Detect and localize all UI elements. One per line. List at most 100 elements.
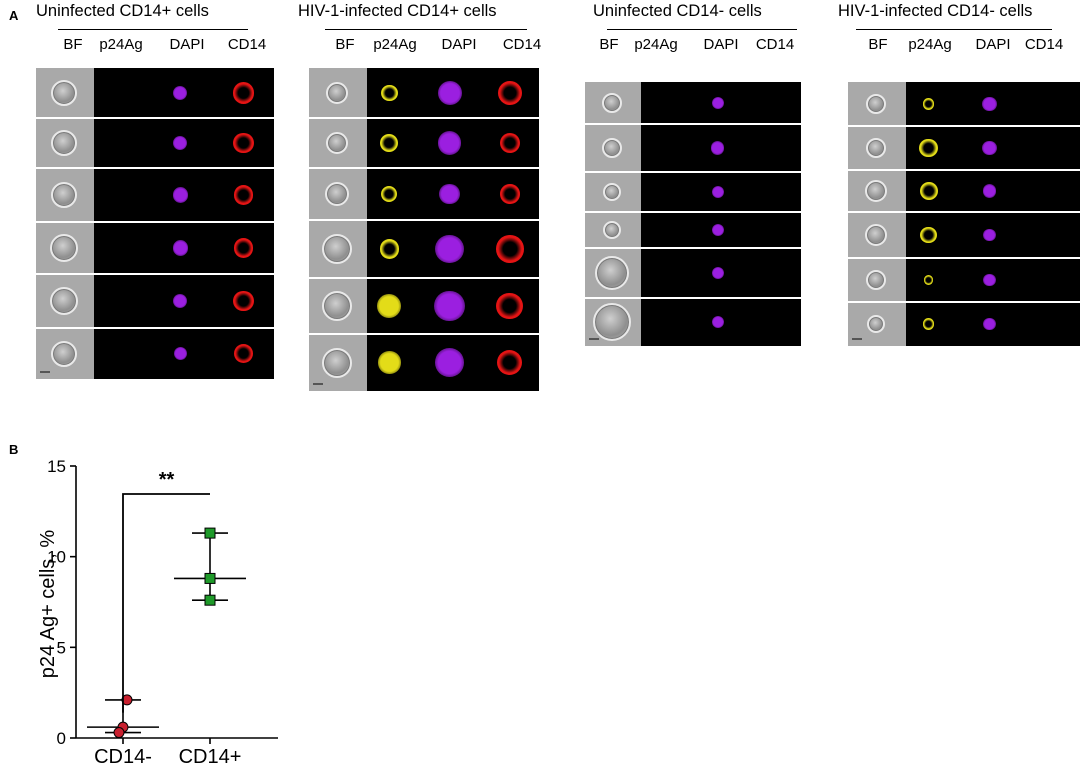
row-separator (585, 171, 801, 173)
brightfield-cell (865, 180, 887, 202)
dapi-signal (982, 96, 997, 112)
cd14-signal (233, 185, 254, 205)
cd14-signal (233, 290, 254, 312)
channel-label-cd14: CD14 (755, 36, 795, 53)
brightfield-cell (51, 130, 77, 156)
cell-image-row (309, 278, 539, 334)
row-separator (309, 333, 539, 335)
significance-bracket (122, 493, 210, 713)
fluorescence-tile (94, 222, 274, 274)
data-point (204, 527, 216, 539)
brightfield-tile (309, 118, 367, 168)
cell-image-row (309, 334, 539, 391)
dapi-signal (173, 135, 188, 151)
dapi-signal (983, 273, 996, 287)
brightfield-tile (36, 68, 94, 118)
cell-image-row (309, 118, 539, 168)
row-separator (848, 257, 1080, 259)
fluorescence-tile (94, 68, 274, 118)
brightfield-cell (326, 132, 348, 154)
p24ag-signal (920, 226, 938, 244)
cell-image-row (36, 328, 274, 379)
data-point (204, 594, 216, 606)
cell-image-row (309, 68, 539, 118)
channel-label-dapi: DAPI (169, 36, 205, 53)
x-tick-label: CD14+ (179, 746, 242, 768)
channel-label-p24ag: p24Ag (99, 36, 143, 53)
dapi-signal (711, 96, 724, 110)
dapi-signal (173, 85, 188, 101)
brightfield-cell (603, 221, 621, 239)
row-separator (309, 277, 539, 279)
channel-label-dapi: DAPI (441, 36, 477, 53)
brightfield-tile (848, 82, 906, 126)
brightfield-tile (309, 334, 367, 391)
row-separator (585, 211, 801, 213)
cd14-signal (499, 132, 520, 154)
dapi-signal (982, 184, 997, 198)
cd14-signal (495, 235, 524, 263)
dapi-signal (983, 317, 996, 331)
brightfield-cell (51, 182, 77, 208)
fluorescence-tile (906, 258, 1080, 302)
brightfield-cell (322, 347, 352, 378)
channel-label-cd14: CD14 (502, 36, 542, 53)
fluorescence-tile (906, 212, 1080, 258)
brightfield-tile (848, 212, 906, 258)
cell-image-row (848, 212, 1080, 258)
fluorescence-tile (641, 298, 801, 346)
row-separator (585, 123, 801, 125)
scale-bar (40, 371, 50, 373)
group-title: Uninfected CD14- cells (593, 2, 762, 20)
brightfield-cell (602, 138, 622, 158)
dapi-signal (982, 140, 997, 156)
p24ag-signal (379, 239, 400, 259)
dapi-signal (711, 141, 725, 155)
brightfield-tile (585, 298, 641, 346)
dapi-signal (983, 228, 996, 242)
cell-image-row (585, 248, 801, 298)
fluorescence-tile (906, 302, 1080, 346)
cd14-signal (233, 238, 254, 258)
significance-label: ** (159, 469, 175, 491)
title-underline (856, 29, 1052, 30)
y-tick-label: 0 (57, 729, 66, 748)
row-separator (848, 211, 1080, 213)
fluorescence-tile (641, 248, 801, 298)
fluorescence-tile (94, 274, 274, 328)
group-title: HIV-1-infected CD14+ cells (298, 2, 497, 20)
row-separator (36, 117, 274, 119)
row-separator (848, 125, 1080, 127)
brightfield-tile (585, 172, 641, 212)
fluorescence-tile (94, 328, 274, 379)
row-separator (36, 327, 274, 329)
channel-label-bf: BF (599, 36, 619, 53)
fluorescence-tile (641, 172, 801, 212)
cell-image-row (36, 274, 274, 328)
brightfield-tile (36, 168, 94, 222)
p24ag-signal (381, 186, 398, 202)
cell-image-row (848, 302, 1080, 346)
row-separator (585, 297, 801, 299)
brightfield-tile (309, 168, 367, 220)
y-tick-label: 5 (57, 638, 66, 657)
dapi-signal (172, 240, 188, 256)
fluorescence-tile (641, 212, 801, 248)
brightfield-cell (322, 291, 352, 321)
cell-image-row (585, 172, 801, 212)
y-axis-label: p24 Ag+ cells, % (37, 530, 59, 679)
row-separator (36, 221, 274, 223)
channel-label-cd14: CD14 (1024, 36, 1064, 53)
brightfield-tile (36, 118, 94, 168)
cell-image-row (848, 258, 1080, 302)
panel-b-letter: B (9, 442, 19, 457)
p24ag-signal (380, 134, 399, 152)
cell-image-row (848, 170, 1080, 212)
fluorescence-tile (367, 168, 539, 220)
cell-image-row (585, 82, 801, 124)
row-separator (309, 167, 539, 169)
cd14-signal (497, 80, 522, 106)
brightfield-tile (848, 302, 906, 346)
dapi-signal (437, 80, 462, 106)
